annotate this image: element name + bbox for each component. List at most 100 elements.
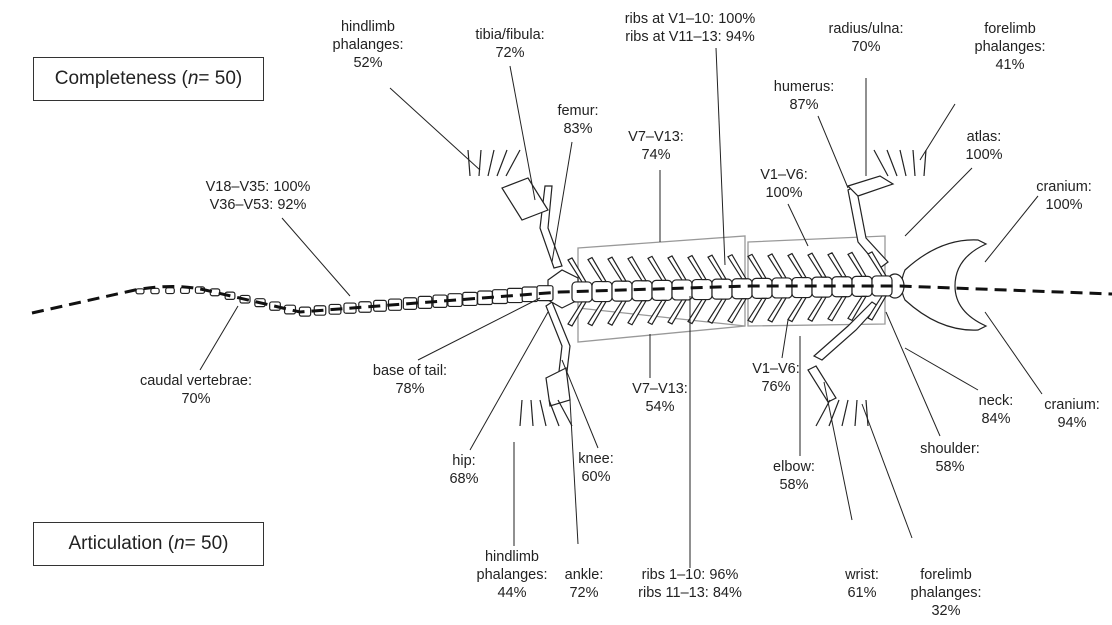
label-text: forelimb: [975, 20, 1046, 38]
label-text: 76%: [752, 378, 800, 396]
label-text: 72%: [475, 44, 544, 62]
rib: [628, 301, 646, 325]
articulation-rest: = 50): [185, 533, 229, 555]
label-text: tibia/fibula:: [475, 26, 544, 44]
label-text: phalanges:: [911, 584, 982, 602]
rib: [708, 299, 726, 323]
label-humerus: humerus: 87%: [774, 78, 834, 114]
label-v1-v6-articulation: V1–V6: 76%: [752, 360, 800, 396]
rib: [768, 298, 786, 322]
label-text: V7–V13:: [628, 128, 684, 146]
label-text: cranium:: [1036, 178, 1092, 196]
label-neck: neck: 84%: [979, 392, 1014, 428]
upper-radius: [848, 176, 893, 196]
label-forelimb-phalanges-articulation: forelimb phalanges: 32%: [911, 566, 982, 620]
completeness-n: n: [188, 68, 199, 90]
label-tibia-fibula: tibia/fibula: 72%: [475, 26, 544, 62]
rib: [668, 300, 686, 324]
label-text: 84%: [979, 410, 1014, 428]
trunk-vertebra: [792, 278, 812, 298]
label-text: 100%: [760, 184, 808, 202]
phalanx: [506, 150, 520, 176]
phalanx: [887, 150, 897, 176]
rib: [688, 256, 706, 280]
label-text: 41%: [975, 56, 1046, 74]
phalanx: [866, 400, 868, 426]
label-text: 87%: [774, 96, 834, 114]
rib: [788, 254, 806, 278]
articulation-text: Articulation (: [68, 533, 174, 555]
rib: [848, 252, 866, 276]
label-text: V1–V6:: [760, 166, 808, 184]
label-text: 94%: [1044, 414, 1100, 432]
phalanx: [900, 150, 906, 176]
label-text: 68%: [449, 470, 478, 488]
tail-vertebra: [151, 288, 159, 293]
label-shoulder: shoulder: 58%: [920, 440, 980, 476]
label-forelimb-phalanges-completeness: forelimb phalanges: 41%: [975, 20, 1046, 74]
label-text: 32%: [911, 602, 982, 620]
label-ribs-completeness: ribs at V1–10: 100% ribs at V11–13: 94%: [625, 10, 756, 46]
completeness-text: Completeness (: [55, 68, 188, 90]
label-text: 72%: [565, 584, 604, 602]
label-v7-v13-completeness: V7–V13: 74%: [628, 128, 684, 164]
label-text: 70%: [829, 38, 904, 56]
label-base-of-tail: base of tail: 78%: [373, 362, 447, 398]
label-text: hindlimb: [477, 548, 548, 566]
phalanx: [488, 150, 494, 176]
label-text: femur:: [557, 102, 598, 120]
trunk-vertebra: [712, 279, 732, 299]
label-text: knee:: [578, 450, 613, 468]
label-text: phalanges:: [975, 38, 1046, 56]
label-text: 58%: [920, 458, 980, 476]
phalanx: [531, 400, 533, 426]
label-text: 52%: [333, 54, 404, 72]
rib: [648, 256, 666, 280]
label-text: neck:: [979, 392, 1014, 410]
label-text: 74%: [628, 146, 684, 164]
upper-femur: [540, 186, 562, 268]
trunk-vertebra: [752, 278, 772, 298]
phalanx: [913, 150, 915, 176]
label-knee: knee: 60%: [578, 450, 613, 486]
rib: [748, 298, 766, 322]
label-elbow: elbow: 58%: [773, 458, 815, 494]
label-hip: hip: 68%: [449, 452, 478, 488]
trunk-vertebra: [672, 280, 692, 300]
rib: [688, 300, 706, 324]
label-text: humerus:: [774, 78, 834, 96]
label-radius-ulna: radius/ulna: 70%: [829, 20, 904, 56]
label-text: elbow:: [773, 458, 815, 476]
rib: [568, 302, 586, 326]
label-text: ribs 11–13: 84%: [638, 584, 742, 602]
lower-forelimb: [814, 302, 878, 360]
label-wrist: wrist: 61%: [845, 566, 879, 602]
label-text: 54%: [632, 398, 688, 416]
label-text: V36–V53: 92%: [206, 196, 311, 214]
label-atlas: atlas: 100%: [965, 128, 1002, 164]
label-tail-vertebrae: V18–V35: 100% V36–V53: 92%: [206, 178, 311, 214]
label-text: V18–V35: 100%: [206, 178, 311, 196]
phalanx: [816, 400, 830, 426]
label-text: 83%: [557, 120, 598, 138]
label-text: ankle:: [565, 566, 604, 584]
rib: [668, 256, 686, 280]
label-text: radius/ulna:: [829, 20, 904, 38]
rib: [588, 302, 606, 326]
rib: [788, 298, 806, 322]
label-v1-v6-completeness: V1–V6: 100%: [760, 166, 808, 202]
rib: [828, 253, 846, 277]
rib: [748, 254, 766, 278]
label-caudal-vertebrae: caudal vertebrae: 70%: [140, 372, 252, 408]
rib: [808, 253, 826, 277]
label-text: ribs at V11–13: 94%: [625, 28, 756, 46]
completeness-rest: = 50): [198, 68, 242, 90]
tail-vertebra: [136, 289, 144, 294]
label-text: 61%: [845, 584, 879, 602]
tail-vertebra: [210, 289, 219, 296]
label-text: 58%: [773, 476, 815, 494]
label-femur: femur: 83%: [557, 102, 598, 138]
phalanx: [874, 150, 888, 176]
label-text: 70%: [140, 390, 252, 408]
rib: [808, 297, 826, 321]
